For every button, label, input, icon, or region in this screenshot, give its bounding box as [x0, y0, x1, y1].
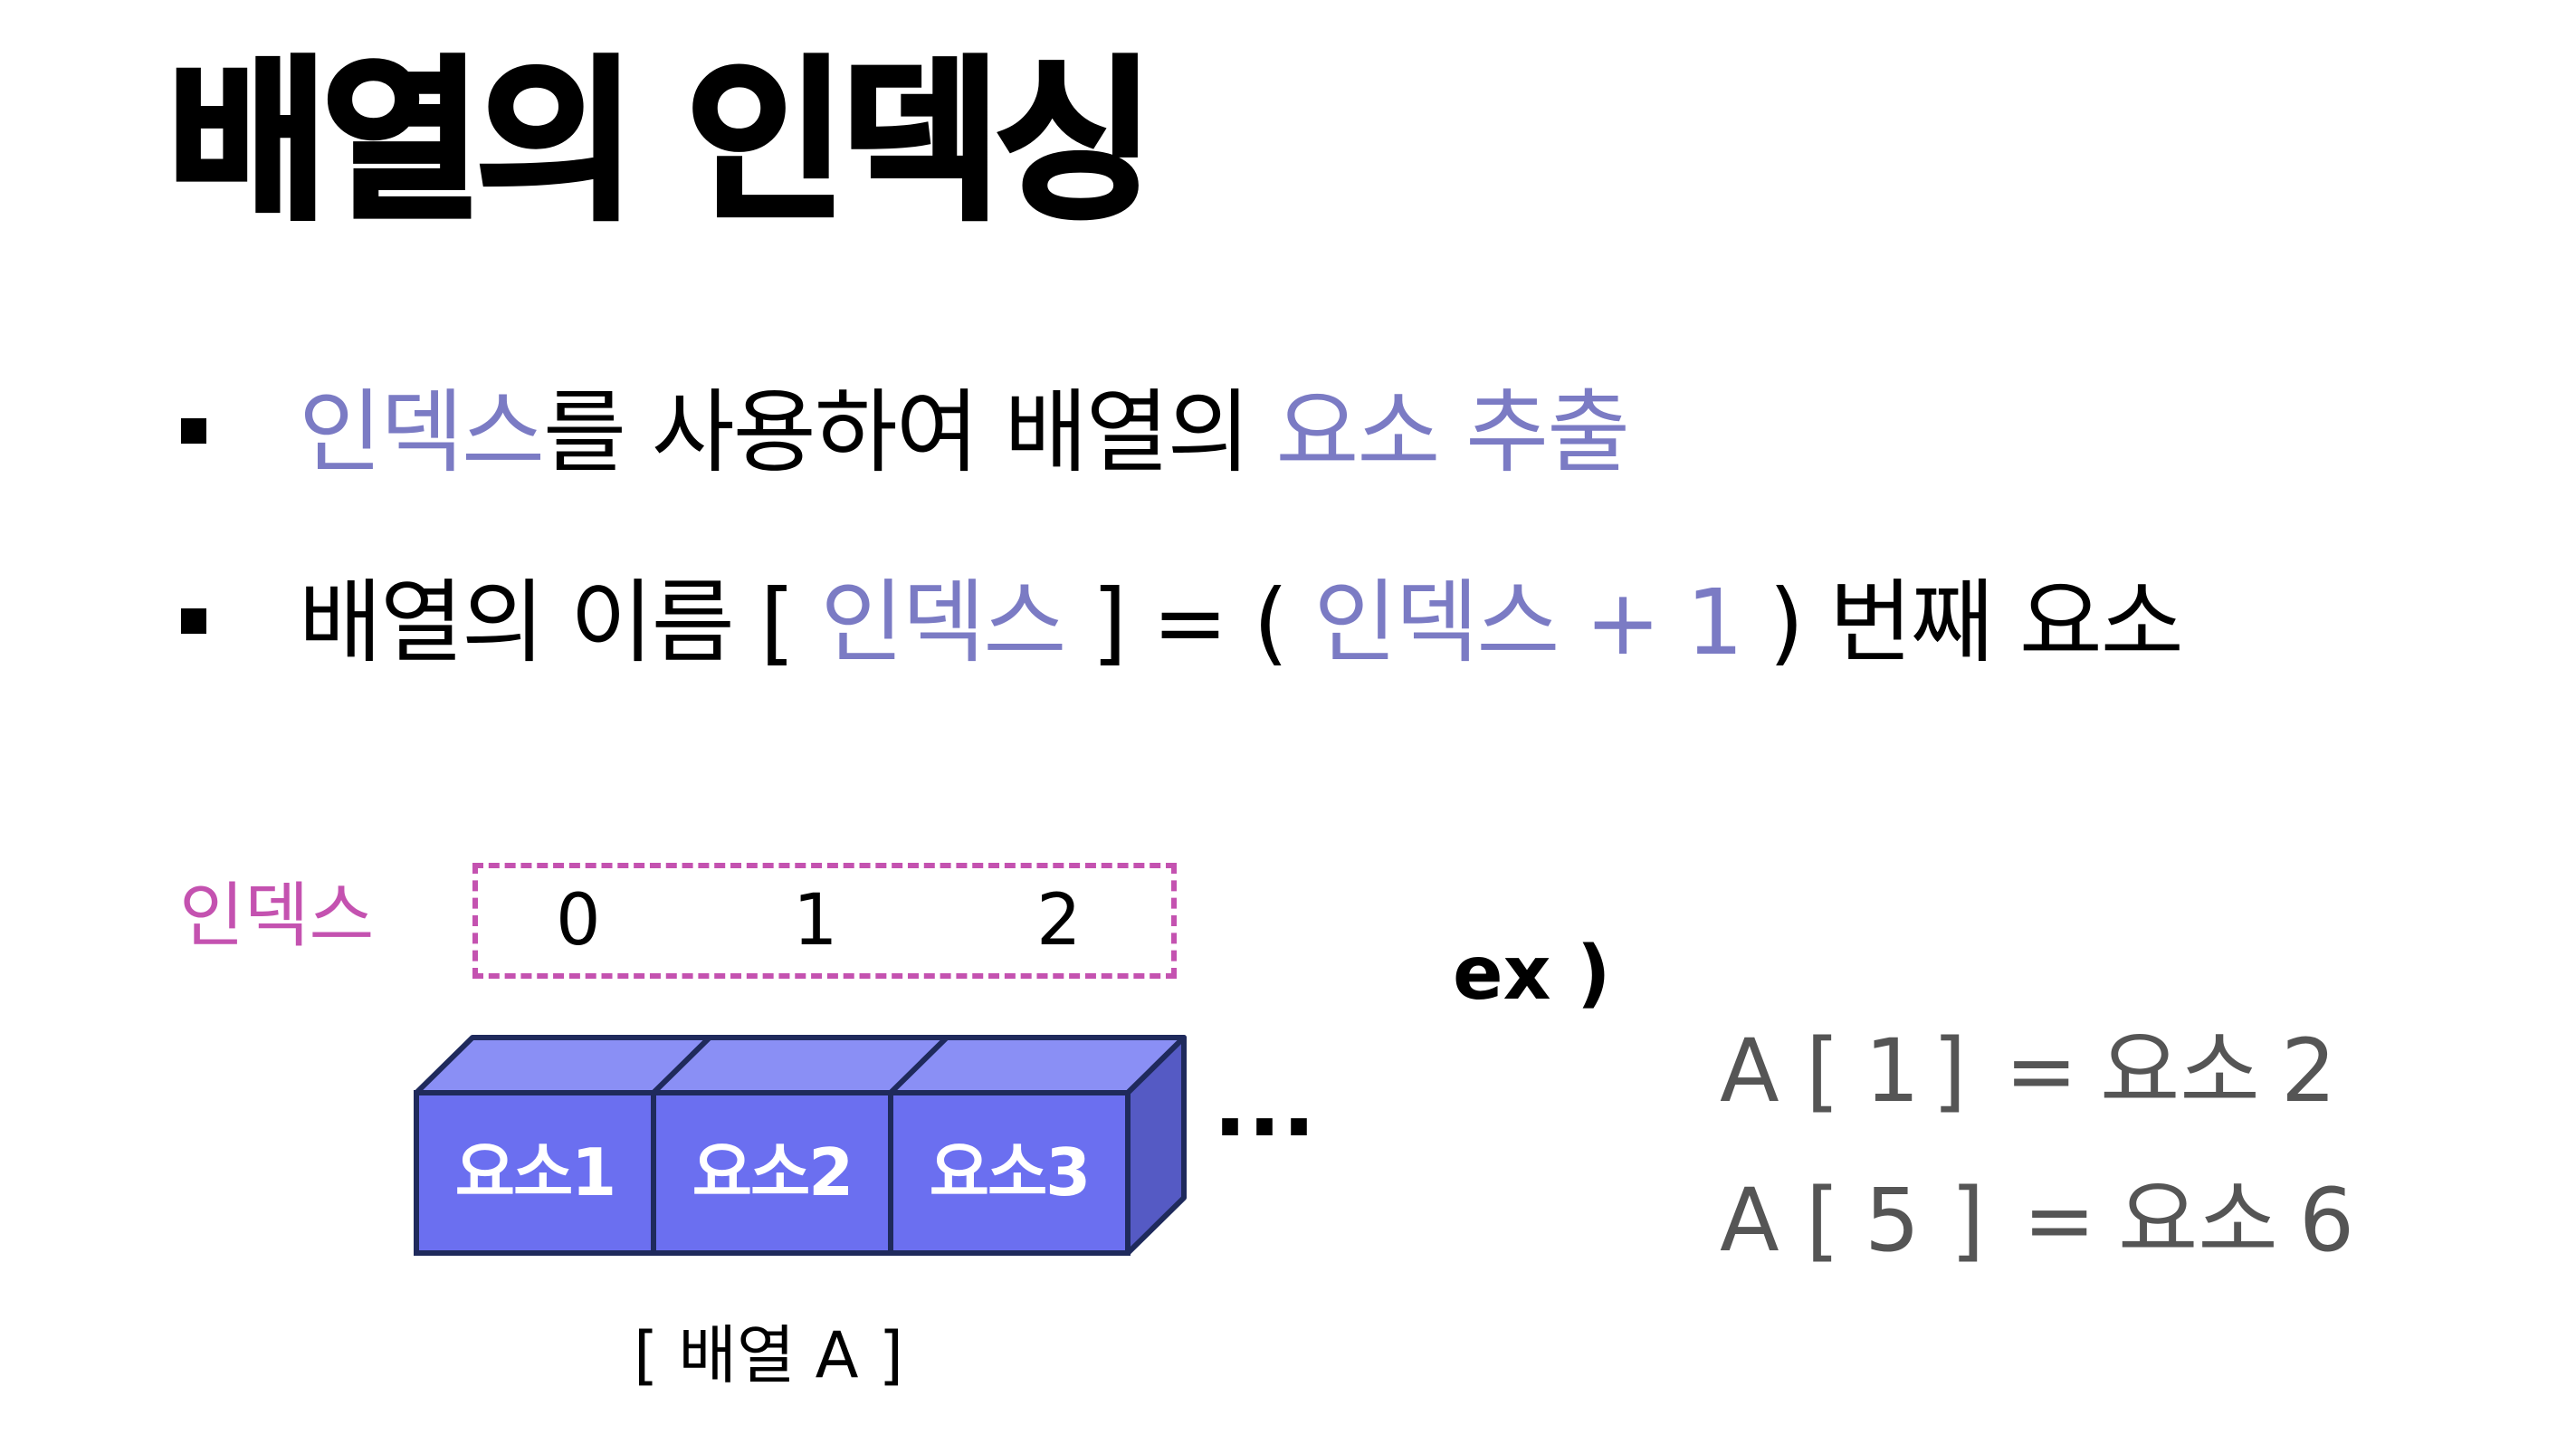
bullet-2-text-a: 배열의 이름 [: [299, 569, 821, 675]
bullet-2-text-b: ] = (: [1064, 569, 1314, 675]
example-index: 1: [1865, 1020, 1921, 1122]
example-label: ex ): [1453, 931, 1611, 1017]
example-close-bracket: ]: [1951, 1170, 1985, 1271]
index-box: [472, 863, 1177, 979]
bullet-marker: [181, 418, 206, 444]
index-number: 1: [793, 880, 838, 961]
example-element-number: 2: [2281, 1020, 2337, 1122]
array-caption: [ 배열 A ]: [634, 1318, 904, 1392]
index-number: 2: [1036, 880, 1082, 961]
example-line-1: A [ 1 ] = 요소 2: [1720, 1028, 2353, 1118]
page-title: 배열의 인덱싱: [165, 42, 1158, 244]
example-equals: =: [2023, 1170, 2096, 1271]
bullet-2-highlight-formula: 인덱스 + 1: [1313, 569, 1743, 675]
array-cell: [888, 1090, 1131, 1256]
array-front-faces: [414, 1090, 1131, 1256]
bullet-2-text-c: ) 번째 요소: [1741, 569, 2184, 675]
example-equals: =: [2005, 1020, 2078, 1122]
array-top-faces: [414, 1035, 1187, 1095]
array-cell-label: 요소3: [930, 1134, 1090, 1210]
example-array-name: A: [1720, 1170, 1779, 1271]
bullet-1-highlight-index: 인덱스: [299, 379, 545, 485]
example-open-bracket: [: [1806, 1020, 1840, 1122]
array-cell-label: 요소1: [455, 1134, 615, 1210]
index-number: 0: [556, 880, 601, 961]
example-element-number: 6: [2299, 1170, 2355, 1271]
example-line-2: A [ 5 ] = 요소 6: [1720, 1177, 2371, 1268]
bullet-marker: [181, 608, 206, 634]
array-cell: [651, 1090, 893, 1256]
example-element: 요소: [2100, 1020, 2260, 1122]
bullet-1-text: 를 사용하여 배열의: [543, 379, 1276, 485]
bullet-2: 배열의 이름 [ 인덱스 ] = ( 인덱스 + 1 ) 번째 요소: [299, 578, 2184, 668]
example-element: 요소: [2118, 1170, 2278, 1271]
index-label: 인덱스: [179, 875, 375, 957]
example-open-bracket: [: [1806, 1170, 1840, 1271]
array-cell: [414, 1090, 656, 1256]
array-diagram: 요소1 요소2 요소3: [414, 1035, 1187, 1256]
bullet-1-highlight-extract: 요소 추출: [1275, 379, 1630, 485]
bullet-2-highlight-index: 인덱스: [820, 569, 1066, 675]
example-array-name: A: [1720, 1020, 1779, 1122]
array-ellipsis: ...: [1213, 1051, 1316, 1157]
example-index: 5: [1865, 1170, 1921, 1271]
array-cell-label: 요소2: [692, 1134, 853, 1210]
example-close-bracket: ]: [1932, 1020, 1967, 1122]
bullet-1: 인덱스를 사용하여 배열의 요소 추출: [299, 387, 1630, 478]
